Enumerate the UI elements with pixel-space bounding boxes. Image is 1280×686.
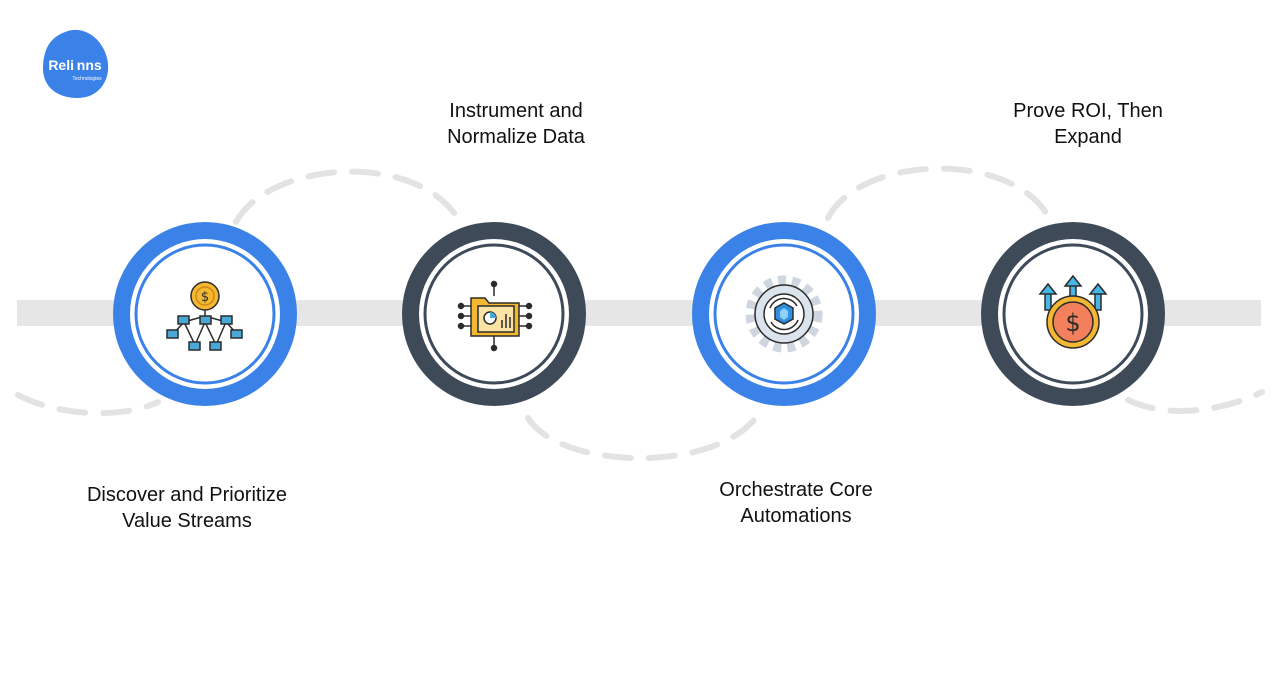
dashed-arc-2 (233, 168, 463, 225)
dashed-arc-5 (1125, 389, 1265, 414)
logo-tagline: Technologies (72, 76, 102, 82)
dashed-arc-4 (825, 165, 1051, 221)
step-label-prove: Prove ROI, Then Expand (1013, 100, 1163, 148)
data-folder-icon (457, 280, 533, 352)
dashed-arc-3 (525, 409, 763, 462)
step-label-orchestrate: Orchestrate Core Automations (719, 479, 873, 527)
logo-blob-icon: Reli nns Technologies (42, 29, 109, 98)
step-label-discover: Discover and Prioritize Value Streams (86, 484, 288, 532)
brand-logo: Reli nns Technologies (40, 28, 110, 100)
step-label-instrument: Instrument and Normalize Data (447, 100, 585, 148)
logo-wordmark: Reli nns (48, 57, 102, 73)
svg-text:$: $ (1065, 309, 1080, 337)
automation-gear-icon (745, 275, 823, 353)
roi-growth-icon: $ (1038, 274, 1108, 349)
svg-text:$: $ (201, 290, 209, 305)
value-stream-icon: $ (166, 281, 243, 351)
dashed-arc-1 (15, 392, 161, 417)
